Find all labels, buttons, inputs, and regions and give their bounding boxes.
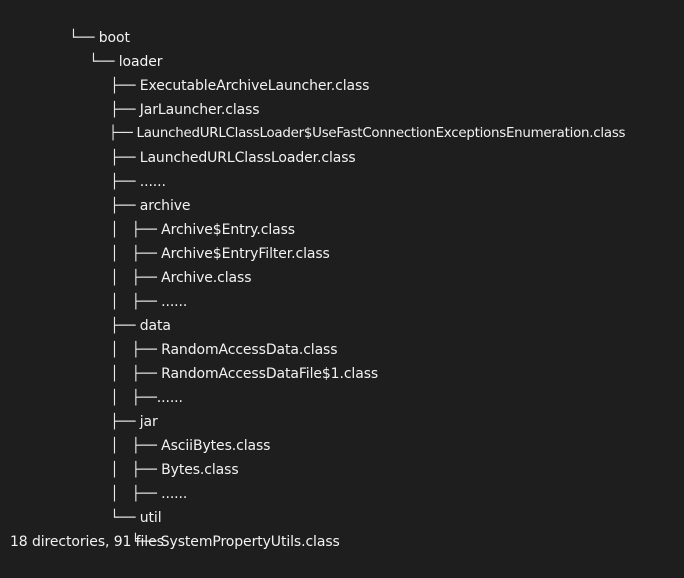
tree-entry-ellipsis: ...... (139, 174, 166, 190)
tree-branch: └── (69, 30, 99, 46)
tree-entry-ellipsis: ...... (161, 294, 188, 310)
tree-line: └── SystemPropertyUtils.class (114, 506, 339, 550)
tree-branch: │ ├── (110, 462, 162, 478)
tree-entry-directory: util (139, 510, 162, 526)
tree-line: │ ├── AsciiBytes.class (93, 410, 270, 454)
tree-entry-file: JarLauncher.class (139, 102, 260, 118)
tree-branch: ├── (110, 150, 140, 166)
tree-entry-directory: boot (98, 30, 130, 46)
tree-branch: │ ├── (110, 342, 162, 358)
tree-line: │ ├── ...... (93, 458, 187, 502)
tree-entry-directory: archive (139, 198, 191, 214)
tree-entry-file: LaunchedURLClassLoader.class (139, 150, 356, 166)
tree-branch: │ ├── (110, 366, 162, 382)
tree-entry-directory: jar (139, 414, 158, 430)
tree-line: ├── archive (93, 170, 190, 214)
tree-entry-file: RandomAccessDataFile$1.class (161, 366, 379, 382)
tree-entry-directory: loader (118, 54, 163, 70)
tree-entry-ellipsis: ...... (161, 486, 188, 502)
tree-line: │ ├── Archive$Entry.class (93, 194, 295, 238)
tree-branch: │ ├── (110, 294, 162, 310)
tree-branch: ├── (110, 78, 140, 94)
tree-entry-directory: data (139, 318, 171, 334)
tree-branch: ├── (110, 174, 140, 190)
tree-branch: │ ├── (110, 486, 162, 502)
tree-entry-file: Archive.class (161, 270, 252, 286)
tree-branch: │ ├── (110, 222, 162, 238)
tree-line: └── util (93, 482, 161, 526)
tree-entry-file: AsciiBytes.class (161, 438, 271, 454)
tree-line: │ ├──...... (93, 362, 183, 406)
tree-line: │ ├── Bytes.class (93, 434, 238, 478)
tree-line: │ ├── Archive$EntryFilter.class (93, 218, 329, 262)
tree-summary: 18 directories, 91 files (10, 534, 164, 550)
tree-branch: ├── (109, 126, 137, 141)
tree-branch: ├── (110, 102, 140, 118)
tree-branch: │ ├── (110, 270, 162, 286)
tree-branch: └── (131, 534, 161, 550)
tree-entry-file: ExecutableArchiveLauncher.class (139, 78, 370, 94)
tree-line: ├── ExecutableArchiveLauncher.class (93, 50, 369, 94)
tree-branch: ├── (110, 198, 140, 214)
tree-line: ├── LaunchedURLClassLoader.class (93, 122, 355, 166)
tree-line: ├── jar (93, 386, 157, 430)
tree-line: │ ├── RandomAccessDataFile$1.class (93, 338, 378, 382)
terminal-window: └── boot └── loader ├── ExecutableArchiv… (10, 2, 626, 550)
tree-line: │ ├── ...... (93, 266, 187, 310)
tree-line: ├── data (93, 290, 171, 334)
tree-line: ├── ...... (93, 146, 166, 190)
tree-branch: │ ├── (110, 246, 162, 262)
tree-line: └── boot (52, 2, 130, 46)
tree-branch: ├── (110, 414, 140, 430)
tree-branch: │ ├── (110, 390, 157, 406)
tree-line: │ ├── Archive.class (93, 242, 251, 286)
tree-entry-file: Archive$Entry.class (161, 222, 295, 238)
tree-entry-file: Bytes.class (161, 462, 239, 478)
tree-line: ├── LaunchedURLClassLoader$UseFastConnec… (93, 98, 626, 141)
tree-branch: └── (110, 510, 140, 526)
tree-entry-file: SystemPropertyUtils.class (160, 534, 340, 550)
tree-line: │ ├── RandomAccessData.class (93, 314, 337, 358)
tree-entry-file: LaunchedURLClassLoader$UseFastConnection… (136, 126, 626, 141)
tree-entry-ellipsis: ...... (156, 390, 183, 406)
tree-entry-file: RandomAccessData.class (161, 342, 338, 358)
tree-branch: │ ├── (110, 438, 162, 454)
tree-entry-file: Archive$EntryFilter.class (161, 246, 330, 262)
tree-branch: ├── (110, 318, 140, 334)
tree-line: └── loader (72, 26, 162, 70)
tree-branch: └── (89, 54, 119, 70)
tree-line: ├── JarLauncher.class (93, 74, 259, 118)
